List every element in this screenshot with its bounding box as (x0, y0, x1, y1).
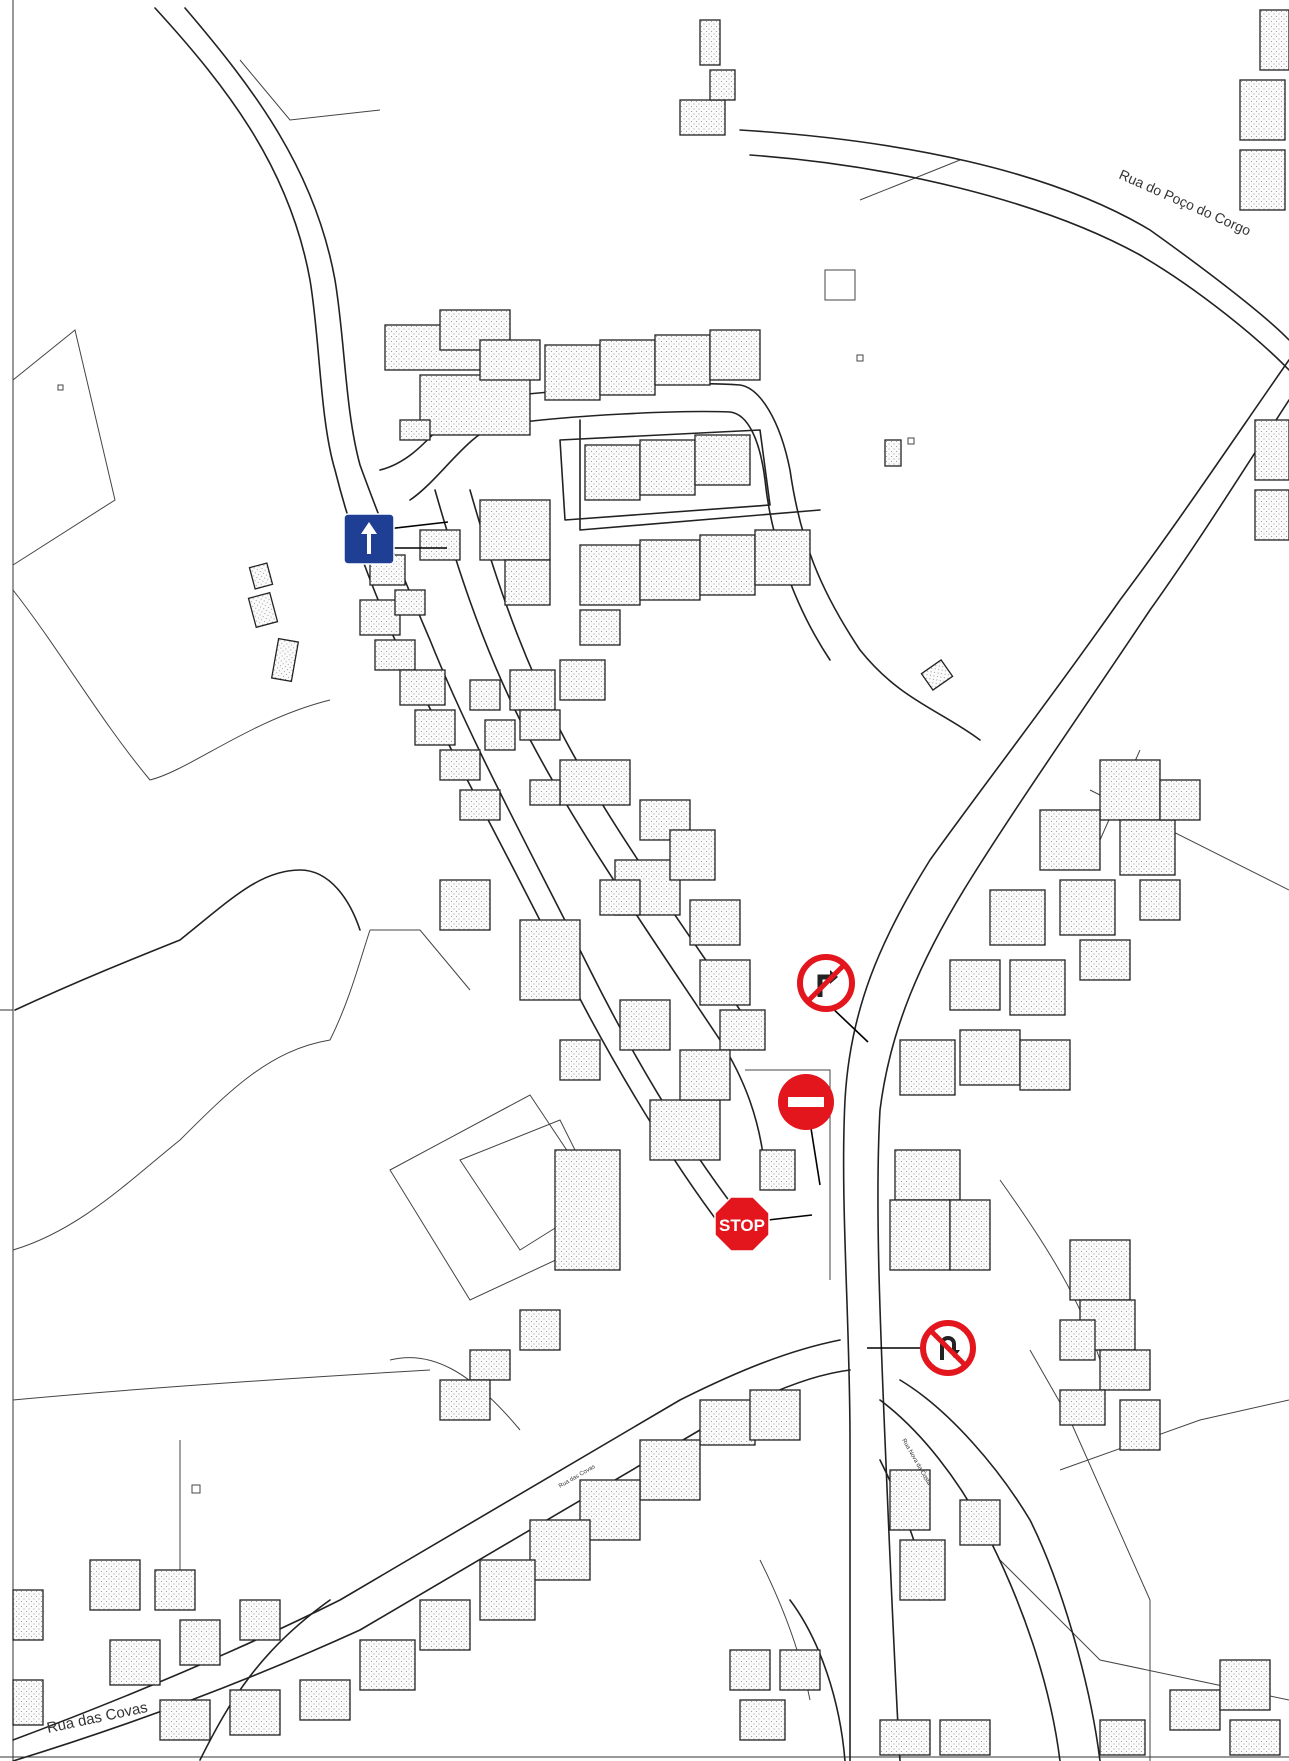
stop-sign: STOP (714, 1196, 770, 1252)
buildings (12, 9, 1289, 1756)
stop-octagon-icon (714, 1196, 770, 1252)
street-labels: Rua das Covas Rua do Poço do Corgo Rua d… (45, 166, 1253, 1737)
no-entry-sign (778, 1074, 834, 1130)
no-u-turn-sign (920, 1320, 976, 1376)
street-label-rua-do-poco: Rua do Poço do Corgo (1117, 166, 1254, 239)
one-way-sign (343, 513, 395, 565)
street-label-rua-das-covas: Rua das Covas (45, 1699, 149, 1737)
no-right-turn-sign (797, 954, 855, 1012)
sign-leaders (377, 521, 940, 1349)
stop-sign-text: STOP (719, 1216, 765, 1235)
